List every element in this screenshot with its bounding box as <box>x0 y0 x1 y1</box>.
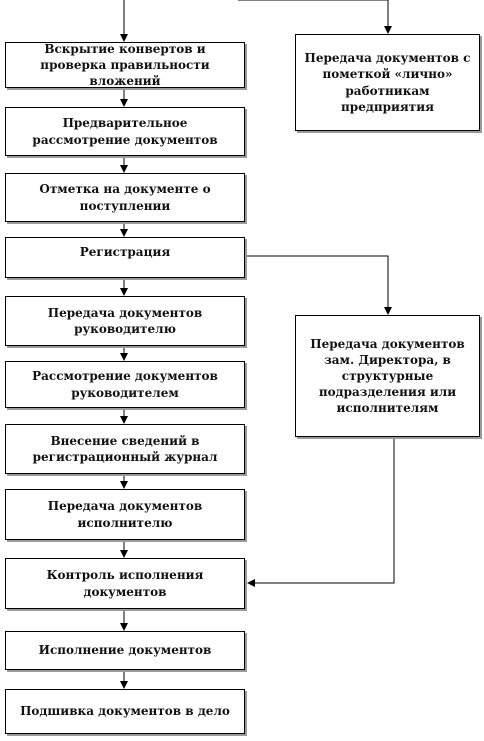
step-registration: Регистрация <box>5 237 245 278</box>
arrow-deputy-to-control <box>247 437 395 587</box>
step-preliminary-review: Предварительное рассмотрение документов <box>5 107 245 156</box>
step-head-review: Рассмотрение документов руководителем <box>5 361 245 408</box>
step-transfer-to-head: Передача документов руководителю <box>5 296 245 346</box>
step-transfer-to-executor-label: Передача документов исполнителю <box>47 499 203 530</box>
step-preliminary-review-label: Предварительное рассмотрение документов <box>32 116 218 147</box>
arrow-registration-to-deputy <box>245 255 392 315</box>
side-box-deputy: Передача документов зам. Директора, в ст… <box>295 315 480 437</box>
step-execution-label: Исполнение документов <box>38 643 212 658</box>
step-execution-control: Контроль исполнения документов <box>5 558 245 609</box>
step-filing-label: Подшивка документов в дело <box>20 704 230 719</box>
step-execution-control-label: Контроль исполнения документов <box>46 568 204 599</box>
step-open-envelopes-label: Вскрытие конвертов и проверка правильнос… <box>40 41 210 89</box>
side-box-personal: Передача документов с пометкой «лично» р… <box>295 34 480 131</box>
step-transfer-to-executor: Передача документов исполнителю <box>5 489 245 540</box>
step-execution: Исполнение документов <box>5 631 245 670</box>
step-receipt-mark-label: Отметка на документе о поступлении <box>39 182 211 213</box>
step-transfer-to-head-label: Передача документов руководителю <box>47 305 203 336</box>
step-journal-entry: Внесение сведений в регистрационный журн… <box>5 424 245 474</box>
step-head-review-label: Рассмотрение документов руководителем <box>32 369 218 400</box>
step-filing: Подшивка документов в дело <box>5 689 245 734</box>
step-receipt-mark: Отметка на документе о поступлении <box>5 173 245 222</box>
step-registration-label: Регистрация <box>79 245 171 259</box>
side-box-personal-label: Передача документов с пометкой «лично» р… <box>304 51 471 114</box>
side-box-deputy-label: Передача документов зам. Директора, в ст… <box>310 336 465 416</box>
step-open-envelopes: Вскрытие конвертов и проверка правильнос… <box>5 42 245 88</box>
arrow-top-right <box>238 0 392 34</box>
step-journal-entry-label: Внесение сведений в регистрационный журн… <box>32 433 218 464</box>
